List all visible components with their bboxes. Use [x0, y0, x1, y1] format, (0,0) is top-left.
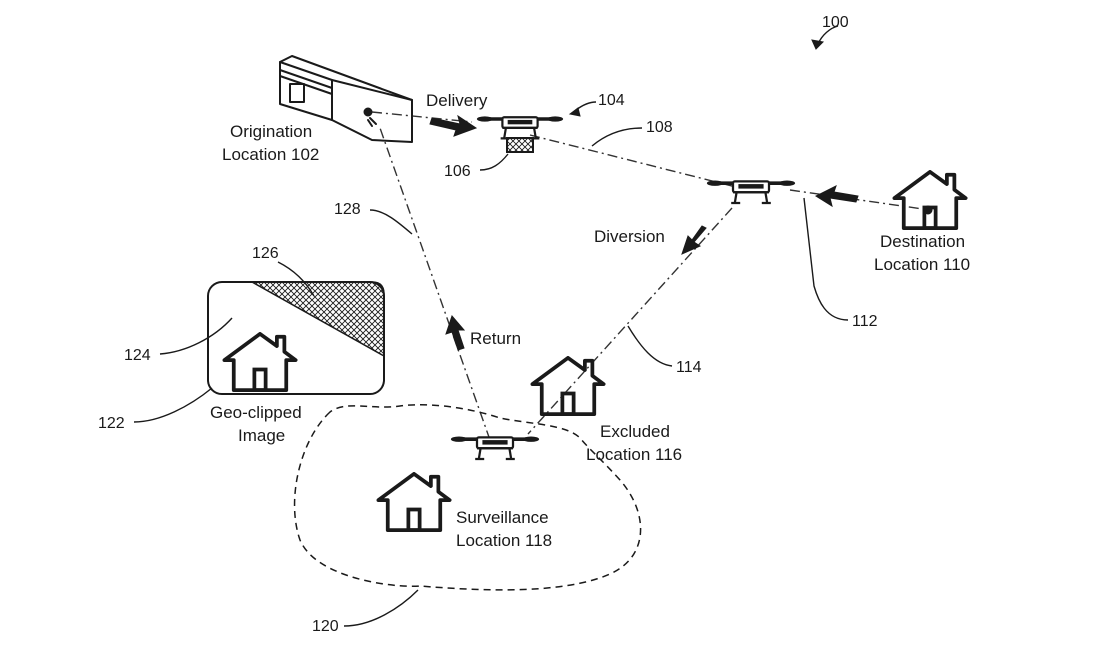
origin-marker-icon [363, 107, 373, 117]
ref-104-arrowhead [568, 107, 581, 117]
origination-label: Origination Location 102 [222, 122, 319, 164]
drone-surveillance [450, 434, 540, 461]
return-arrow-icon [445, 315, 466, 351]
ref-106: 106 [444, 163, 471, 180]
excluded-house [530, 356, 606, 416]
ref-112: 112 [852, 313, 878, 330]
destination-house [892, 170, 968, 230]
ref-120: 120 [312, 618, 339, 635]
origination-building [279, 55, 413, 143]
delivery-label: Delivery [426, 91, 488, 110]
surveillance-label: Surveillance Location 118 [456, 508, 553, 550]
ref-120-leader [343, 589, 419, 627]
surveillance-area-120 [293, 404, 642, 591]
path-108-delivery [529, 134, 741, 189]
ref-114: 114 [676, 359, 702, 376]
ref-124-leader [159, 317, 233, 355]
ref-108-leader [591, 127, 643, 147]
delivery-arrow-icon [429, 114, 478, 137]
ref-106-leader [479, 153, 509, 171]
ref-122-leader [133, 387, 213, 423]
figure-number: 100 [822, 14, 849, 31]
ref-128-leader [369, 209, 413, 235]
path-origin-to-drone [371, 111, 473, 123]
return-label: Return [470, 329, 521, 348]
ref-128: 128 [334, 201, 361, 218]
destination-label: Destination Location 110 [874, 232, 970, 274]
geo-clipped-region-126 [249, 281, 385, 358]
destination-marker-icon [923, 205, 933, 215]
drone-in-flight [706, 178, 796, 205]
figure-number-arrowhead [811, 39, 825, 50]
ref-126: 126 [252, 245, 279, 262]
ref-112-leader [803, 197, 849, 321]
ref-124: 124 [124, 347, 151, 364]
ref-114-leader [627, 325, 673, 367]
ref-126-leader [277, 261, 315, 297]
ref-122: 122 [98, 415, 125, 432]
diversion-arrow-icon [681, 225, 707, 255]
surveillance-house [376, 472, 452, 532]
geo-clipped-image-panel [207, 281, 385, 395]
ref-108: 108 [646, 119, 673, 136]
geo-clipped-label: Geo-clipped Image [210, 403, 306, 445]
path-128-return [379, 127, 491, 441]
package-106 [506, 137, 534, 153]
ref-104-leader [575, 101, 597, 111]
ref-104: 104 [598, 92, 625, 109]
diversion-label: Diversion [594, 227, 665, 246]
excluded-label: Excluded Location 116 [586, 422, 682, 464]
destination-arrow-icon [814, 185, 859, 208]
path-112-destination [789, 189, 931, 211]
drone-104 [476, 114, 564, 153]
